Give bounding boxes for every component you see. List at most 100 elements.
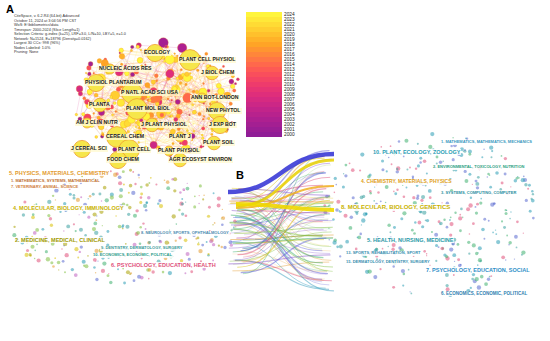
network-node [171, 99, 173, 101]
network-node [78, 91, 83, 96]
journal-dot [391, 163, 393, 165]
network-node [203, 115, 205, 117]
journal-dot [466, 207, 470, 211]
journal-dot [396, 166, 400, 170]
journal-dot [93, 258, 97, 262]
journal-dot [117, 268, 119, 270]
journal-dot [489, 186, 492, 189]
journal-dot [30, 245, 34, 249]
journal-dot [123, 281, 126, 284]
journal-dot [398, 140, 400, 142]
journal-dot [524, 183, 527, 186]
journal-dot [394, 192, 397, 195]
year-label: 2005 [284, 107, 295, 112]
journal-dot [159, 204, 163, 208]
journal-dot [435, 260, 437, 262]
network-link [105, 60, 140, 63]
journal-label: PLANT SOIL [202, 140, 235, 146]
journal-dot [37, 258, 41, 262]
cluster-label: 6. ECONOMICS, ECONOMIC, POLITICAL [440, 291, 528, 296]
journal-dot [176, 223, 178, 225]
journal-dot [477, 252, 478, 253]
journal-dot [476, 186, 479, 189]
journal-dot [190, 270, 193, 273]
journal-dot [46, 257, 50, 261]
journal-dot [431, 231, 433, 233]
network-node [82, 113, 85, 116]
journal-dot [508, 241, 511, 244]
journal-dot [141, 257, 143, 259]
journal-dot [436, 156, 439, 159]
journal-dot [122, 224, 124, 226]
journal-dot [342, 185, 345, 188]
journal-dot [113, 173, 117, 177]
cluster-label: 2. MEDICINE, MEDICAL, CLINICAL [14, 237, 106, 243]
journal-dot [359, 233, 362, 236]
journal-dot [213, 192, 215, 194]
network-node [169, 103, 171, 105]
network-node [179, 82, 182, 85]
year-label: 2003 [284, 117, 295, 122]
network-node [167, 98, 169, 100]
journal-dot [504, 157, 507, 160]
network-node [179, 75, 181, 77]
journal-label: ECOLOGY [143, 50, 171, 56]
journal-dot [404, 139, 408, 143]
network-node [169, 116, 171, 118]
network-node [175, 99, 180, 104]
journal-dot [133, 214, 137, 218]
journal-dot [179, 202, 183, 206]
network-node [201, 134, 203, 136]
journal-dot [406, 187, 408, 189]
journal-dot [426, 253, 428, 255]
journal-dot [97, 260, 98, 261]
journal-dot [509, 218, 511, 220]
journal-dot [165, 241, 169, 245]
network-node [185, 83, 187, 85]
year-label: 2009 [284, 87, 295, 92]
journal-dot [410, 293, 412, 295]
journal-dot [129, 273, 131, 275]
journal-dot [480, 198, 482, 200]
journal-dot [385, 185, 389, 189]
journal-dot [57, 261, 61, 265]
journal-dot [387, 223, 390, 226]
journal-dot [472, 243, 476, 247]
journal-dot [505, 209, 507, 211]
metadata-text: Pruning: None [14, 50, 38, 54]
cluster-label: 5. PHYSICS, MATERIALS, CHEMISTRY [8, 170, 110, 176]
journal-dot [34, 258, 36, 260]
journal-dot [173, 189, 176, 192]
cluster-label: 7. PSYCHOLOGY, EDUCATION, SOCIAL [425, 267, 531, 273]
year-label: 2012 [284, 72, 295, 77]
journal-dot [118, 181, 122, 185]
journal-dot [464, 170, 467, 173]
network-node [207, 117, 209, 119]
journal-dot [503, 226, 506, 229]
journal-dot [62, 260, 65, 263]
journal-dot [82, 260, 86, 264]
journal-dot [459, 214, 461, 216]
citation-curve [228, 154, 334, 192]
journal-dot [505, 212, 508, 215]
journal-dot [426, 255, 427, 256]
network-node [202, 118, 204, 120]
cluster-label: 7. VETERINARY, ANIMAL, SCIENCE [10, 185, 79, 190]
journal-dot [198, 203, 199, 204]
network-node [234, 82, 236, 84]
citation-curve [236, 204, 334, 210]
journal-dot [428, 189, 432, 193]
network-node [88, 72, 92, 76]
network-node [192, 90, 195, 93]
year-label: 2022 [284, 22, 295, 27]
journal-dot [126, 270, 130, 274]
journal-dot [178, 209, 180, 211]
network-node [192, 110, 196, 114]
journal-dot [344, 174, 347, 177]
journal-dot [220, 246, 222, 248]
journal-dot [471, 278, 474, 281]
journal-dot [140, 276, 144, 280]
journal-dot [63, 230, 64, 231]
journal-dot [392, 243, 396, 247]
year-label: 2018 [284, 42, 295, 47]
